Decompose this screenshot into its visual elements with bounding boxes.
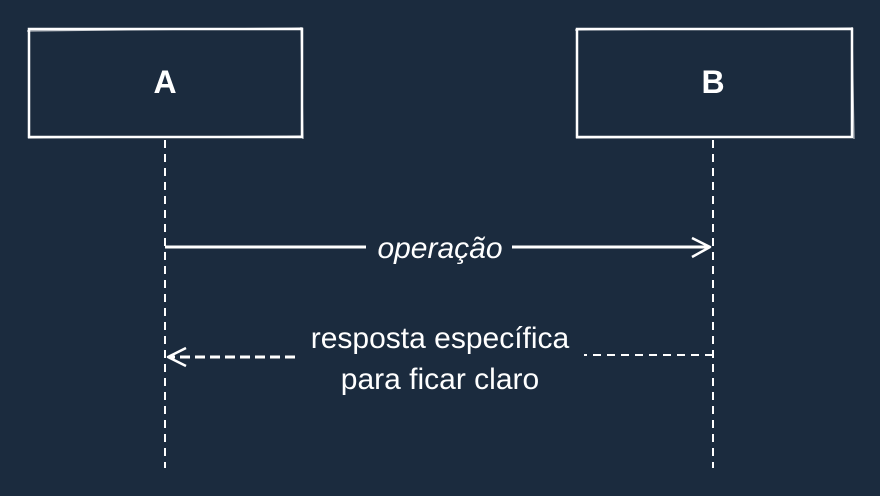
message-resposta-label-line-1: resposta específica	[311, 322, 570, 355]
message-operacao-label: operação	[377, 232, 502, 265]
message-resposta-label-line-2: para ficar claro	[341, 363, 539, 396]
arrowhead-right-icon	[691, 236, 712, 259]
participant-b-label: B	[701, 64, 724, 100]
message-resposta: resposta específica para ficar claro	[166, 322, 713, 396]
arrowhead-left-icon	[166, 346, 187, 368]
message-operacao: operação	[165, 232, 712, 265]
participant-b: B	[574, 26, 855, 140]
participant-a-label: A	[153, 64, 176, 100]
participant-a: A	[26, 26, 304, 140]
